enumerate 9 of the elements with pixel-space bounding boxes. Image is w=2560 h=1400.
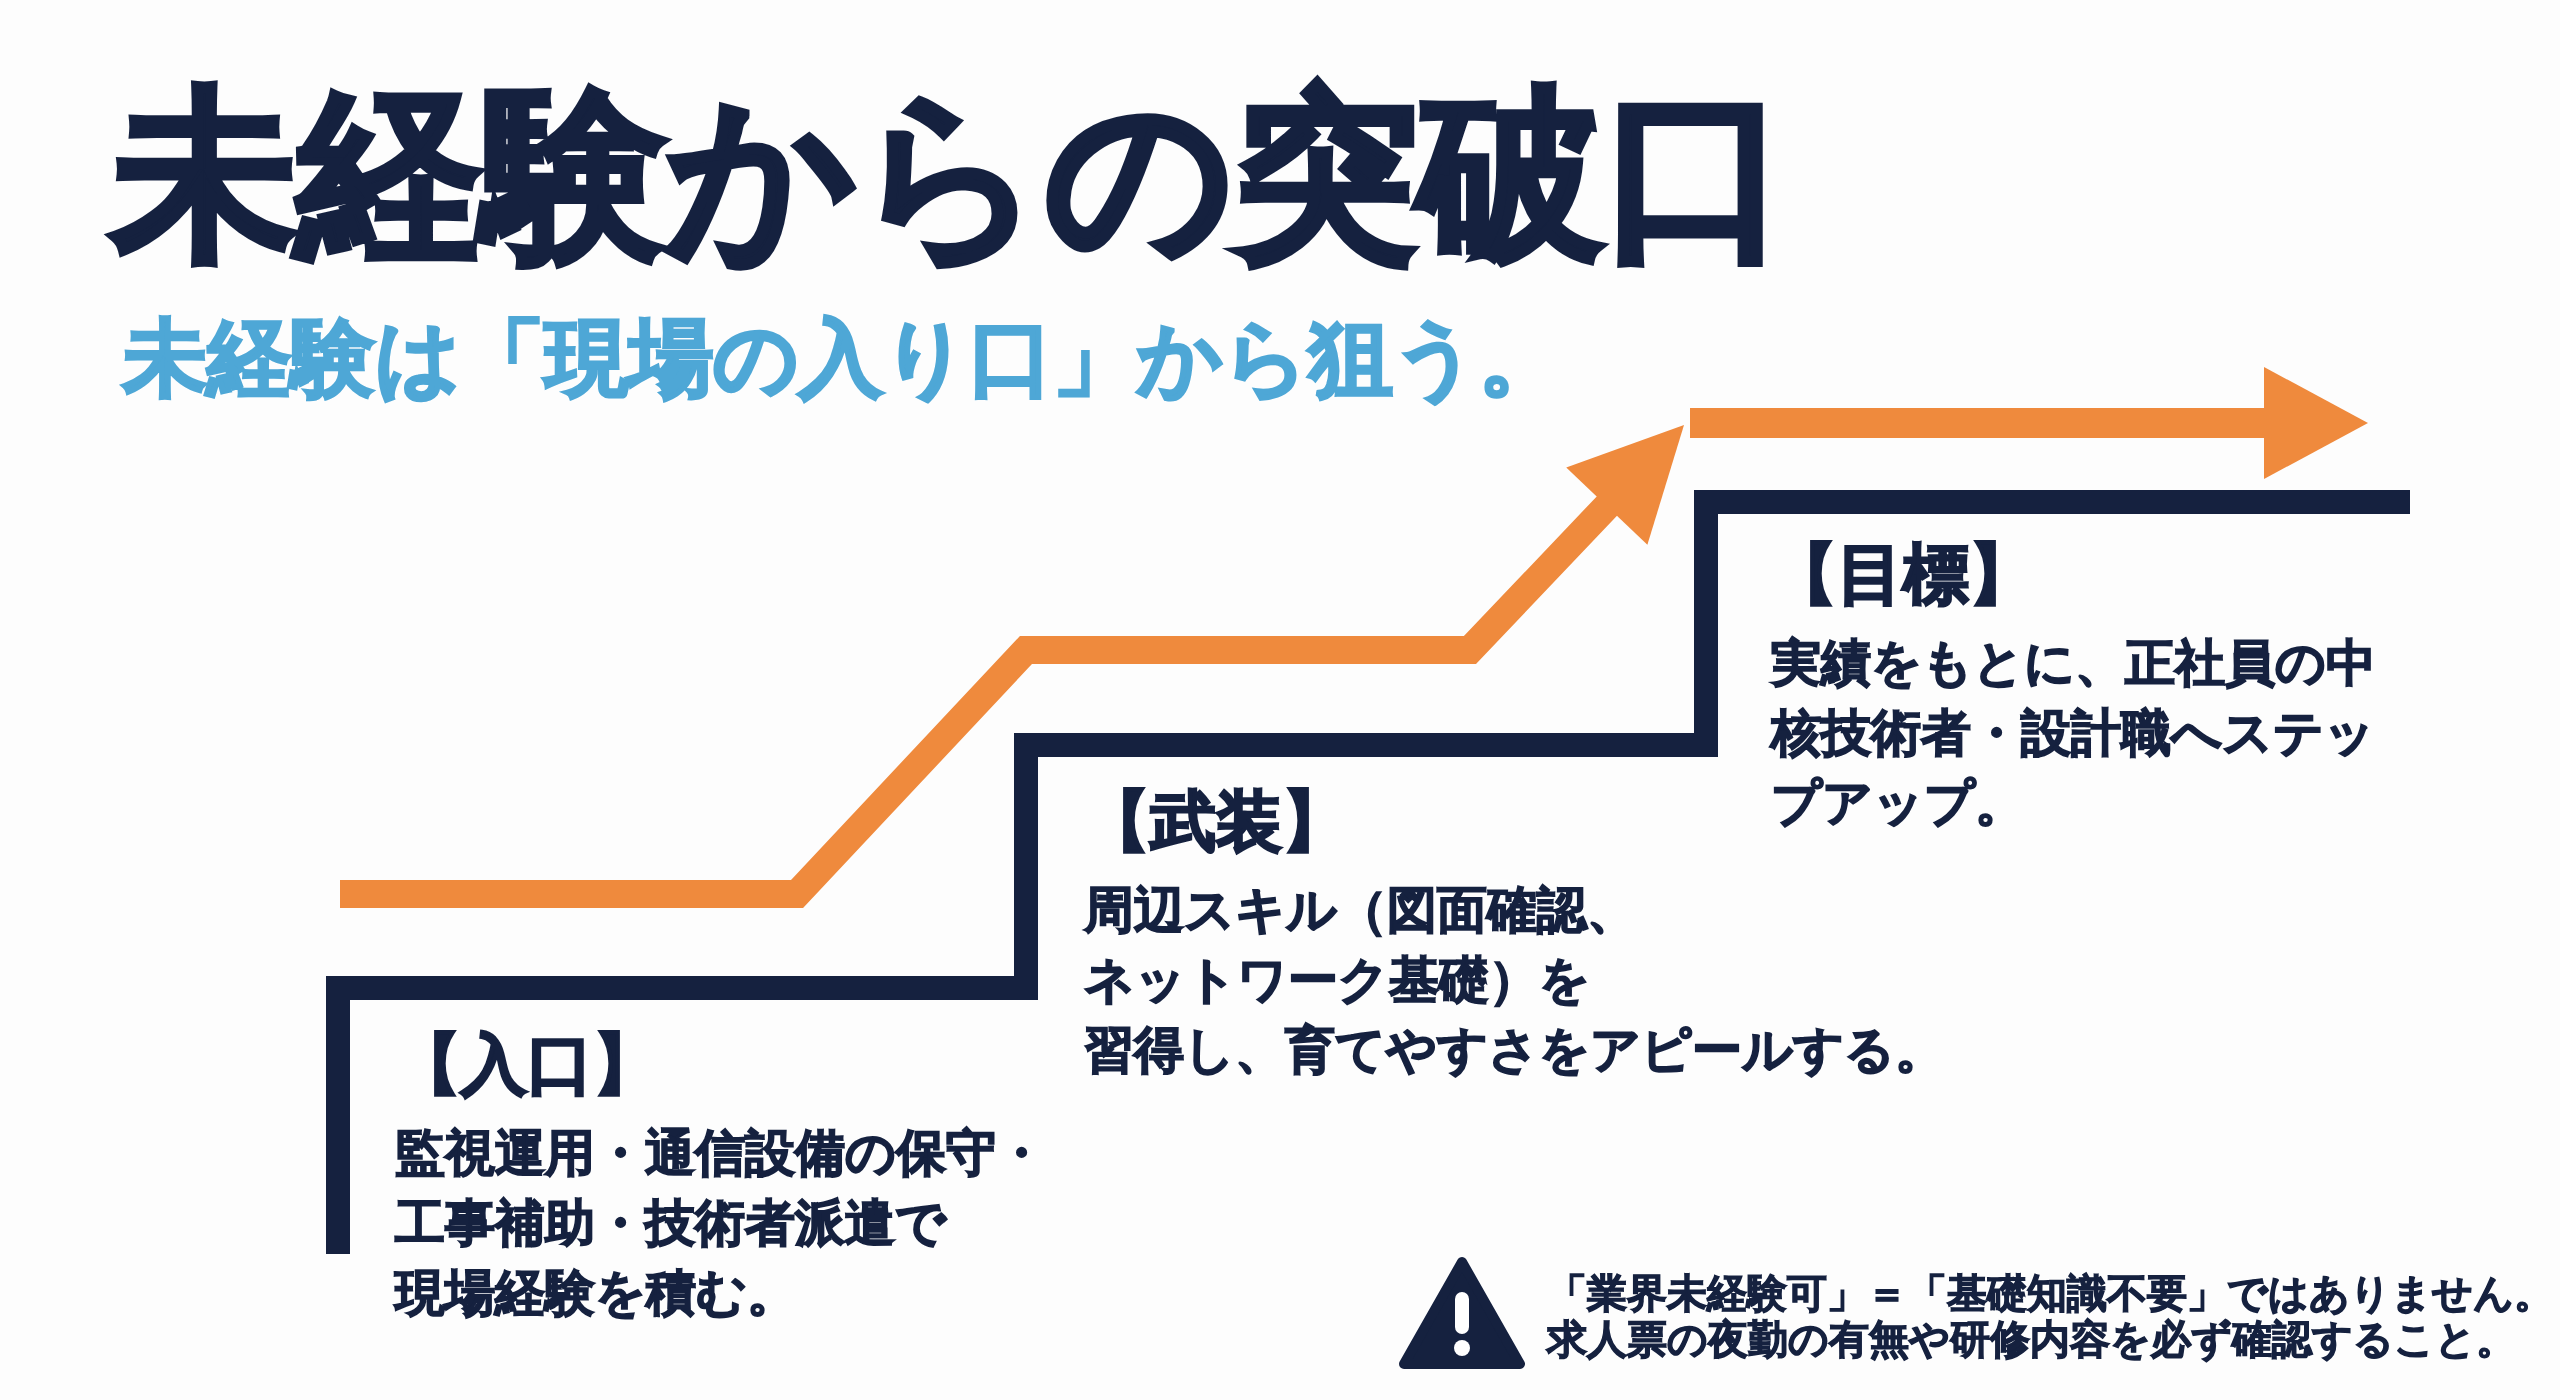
step-description: 実績をもとに、正社員の中核技術者・設計職へステップアップ。 [1770, 633, 2377, 834]
subtitle: 未経験は「現場の入り口」から狙う。 [121, 308, 1564, 409]
title: 未経験からの突破口 [109, 66, 1790, 285]
step-heading: 【目標】 [1770, 535, 2036, 614]
step-heading: 【武装】 [1083, 782, 1349, 861]
step-heading: 【入口】 [394, 1025, 660, 1104]
warning-note: 「業界未経験可」＝「基礎知識不要」ではありません。求人票の夜勤の有無や研修内容を必ず確認すること。 [1546, 1270, 2555, 1362]
step-description: 監視運用・通信設備の保守・工事補助・技術者派遣で現場経験を積む。 [394, 1123, 1047, 1324]
step-description: 周辺スキル（図面確認、ネットワーク基礎）を習得し、育てやすさをアピールする。 [1083, 880, 1946, 1081]
